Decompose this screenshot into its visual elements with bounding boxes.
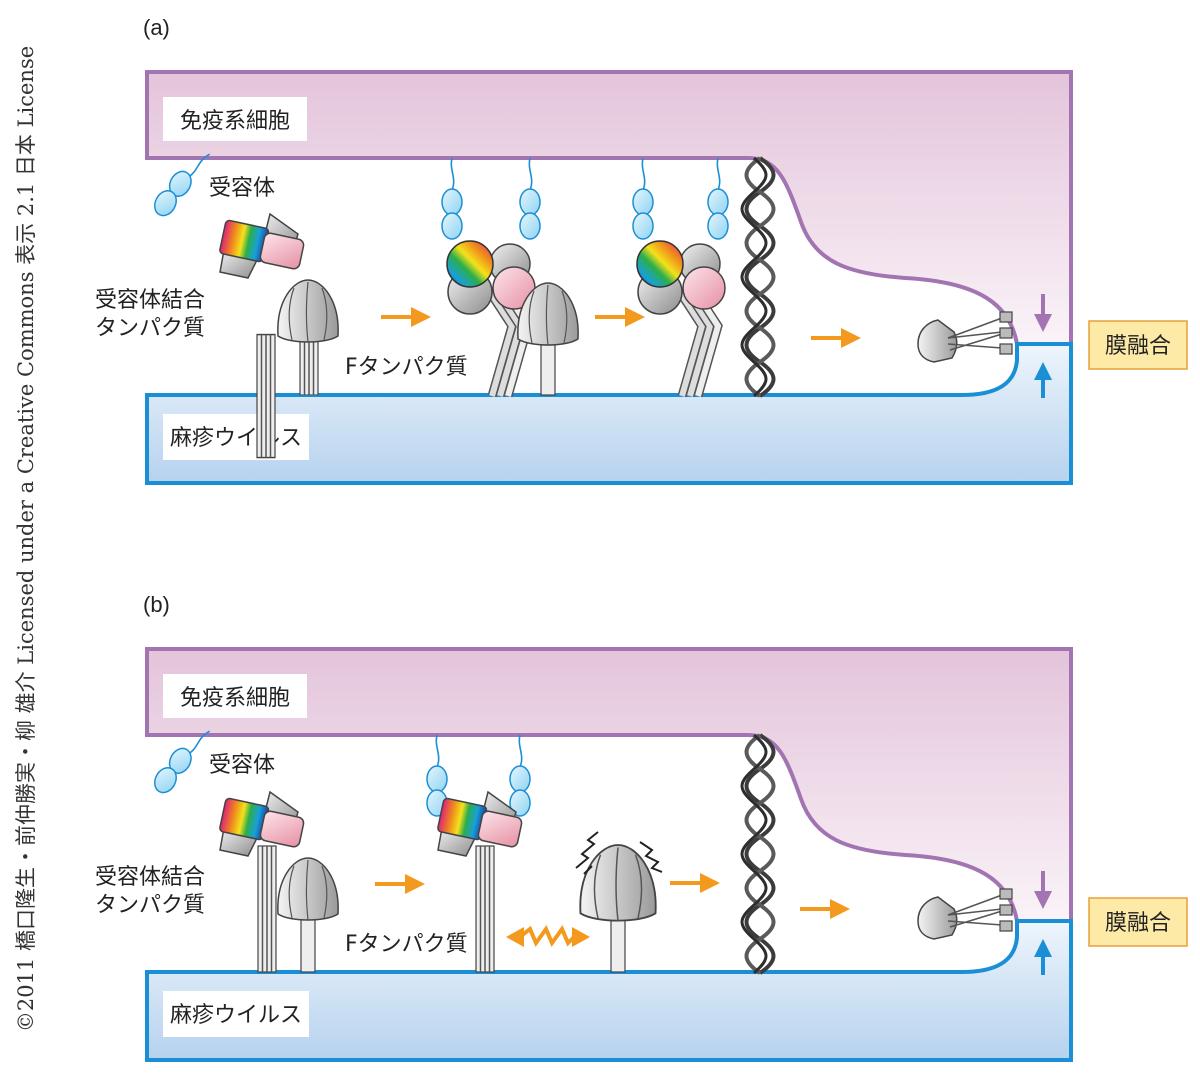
panel-a-receptor-free	[154, 153, 211, 217]
panel-b-vibration-icon-left	[575, 831, 599, 875]
panel-b: (b) 免疫系細胞 麻疹ウイルス 受容体 受容体結合 タンパク質 Fタンパク質	[95, 592, 1188, 1062]
panel-b-f-protein	[277, 857, 339, 921]
panel-b-cell-label: 免疫系細胞	[180, 686, 290, 711]
panel-a-fusion-peptide	[917, 311, 1013, 363]
panel-b-fusion-label: 膜融合	[1105, 911, 1171, 936]
panel-a-bound-head-2	[636, 240, 726, 315]
panel-b-fusion-box	[1088, 897, 1188, 947]
panel-b-arrow-2	[668, 871, 722, 895]
panel-a-fusion-label: 膜融合	[1105, 334, 1171, 359]
panel-a-fusion-box	[1088, 320, 1188, 370]
panel-b-fprotein-label: Fタンパク質	[345, 932, 468, 957]
panel-b-zigzag-arrow	[506, 924, 590, 948]
panel-a-virus-label-box	[163, 414, 309, 460]
panel-a-f-stalk	[299, 334, 319, 396]
panel-a-receptor-bound-2b	[707, 157, 729, 240]
panel-b-virus-label-box	[163, 991, 309, 1037]
panel-b-receptor-bound-b	[509, 734, 531, 817]
panel-b-virus	[145, 919, 1073, 1062]
panel-b-arrow-3	[798, 897, 852, 921]
panel-b-helix-bundle	[740, 733, 776, 975]
panel-a-cell-label: 免疫系細胞	[180, 109, 290, 134]
panel-a-blue-arrow	[1034, 362, 1052, 398]
panel-a: (a) 免疫系細胞 麻疹ウイルス 受容体 受容体結合 タンパク質 Fタンパク質	[95, 15, 1188, 485]
panel-b-arrow-1	[373, 872, 427, 896]
panel-a-virus-label: 麻疹ウイルス	[170, 426, 302, 451]
panel-b-f-stalk	[300, 913, 316, 973]
panel-b-fusion-peptide	[917, 888, 1013, 940]
panel-a-helix-bundle	[740, 156, 776, 398]
panel-a-bound-head-1	[446, 240, 536, 315]
panel-b-virus-label: 麻疹ウイルス	[170, 1003, 302, 1028]
panel-b-cell-label-box	[163, 674, 307, 718]
panel-a-fprotein-label: Fタンパク質	[345, 355, 468, 380]
panel-a-arrow-2	[593, 305, 647, 329]
panel-b-rbp-label-1: 受容体結合	[95, 865, 205, 890]
panel-a-cell-label-box	[163, 97, 307, 141]
panel-a-arrow-3	[809, 326, 863, 350]
panel-a-arrow-1	[379, 305, 433, 329]
panel-a-label: (a)	[143, 15, 170, 40]
panel-b-rbp-label-2: タンパク質	[95, 893, 205, 918]
panel-b-vibration-icon-right	[639, 841, 663, 873]
panel-a-rbp-label-1: 受容体結合	[95, 288, 205, 313]
panel-b-f-stalk-2	[610, 914, 626, 973]
panel-b-blue-arrow	[1034, 939, 1052, 975]
panel-a-rbp-stalk	[256, 333, 276, 459]
panel-a-receptor-bound-1a	[441, 157, 463, 240]
panel-a-rbp-label-2: タンパク質	[95, 316, 205, 341]
panel-a-receptor-bound-1b	[519, 157, 541, 240]
panel-b-purple-arrow	[1034, 871, 1052, 909]
panel-b-receptor-label: 受容体	[209, 753, 275, 778]
panel-a-receptor-label: 受容体	[209, 176, 275, 201]
copyright-notice: ©2011 橋口隆生・前仲勝実・柳 雄介 Licensed under a Cr…	[14, 45, 38, 1033]
panel-a-rbp-head	[218, 213, 306, 279]
panel-b-label: (b)	[143, 592, 170, 617]
panel-a-virus	[145, 342, 1073, 485]
panel-a-receptor-bound-2a	[632, 157, 654, 240]
panel-b-f-protein-2	[579, 844, 657, 922]
panel-a-f-protein	[277, 279, 339, 343]
panel-a-purple-arrow	[1034, 294, 1052, 332]
panel-b-receptor-free	[154, 730, 211, 794]
panel-a-f-stalk-2	[540, 344, 556, 396]
